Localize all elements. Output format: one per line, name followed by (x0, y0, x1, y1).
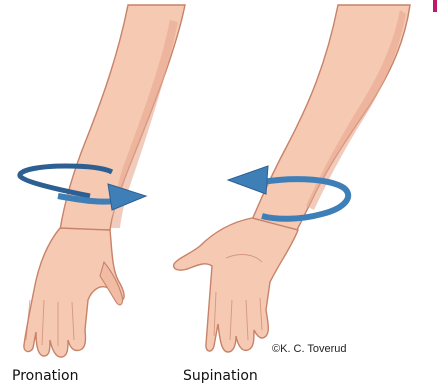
supination-arrowhead (228, 166, 268, 194)
supination-forearm (252, 5, 410, 232)
corner-accent (433, 0, 437, 12)
supination-hand (174, 218, 298, 352)
pronation-label: Pronation (12, 368, 78, 384)
pronation-arm (24, 5, 185, 357)
supination-label: Supination (183, 368, 258, 384)
copyright-credit: ©K. C. Toverud (272, 343, 347, 355)
